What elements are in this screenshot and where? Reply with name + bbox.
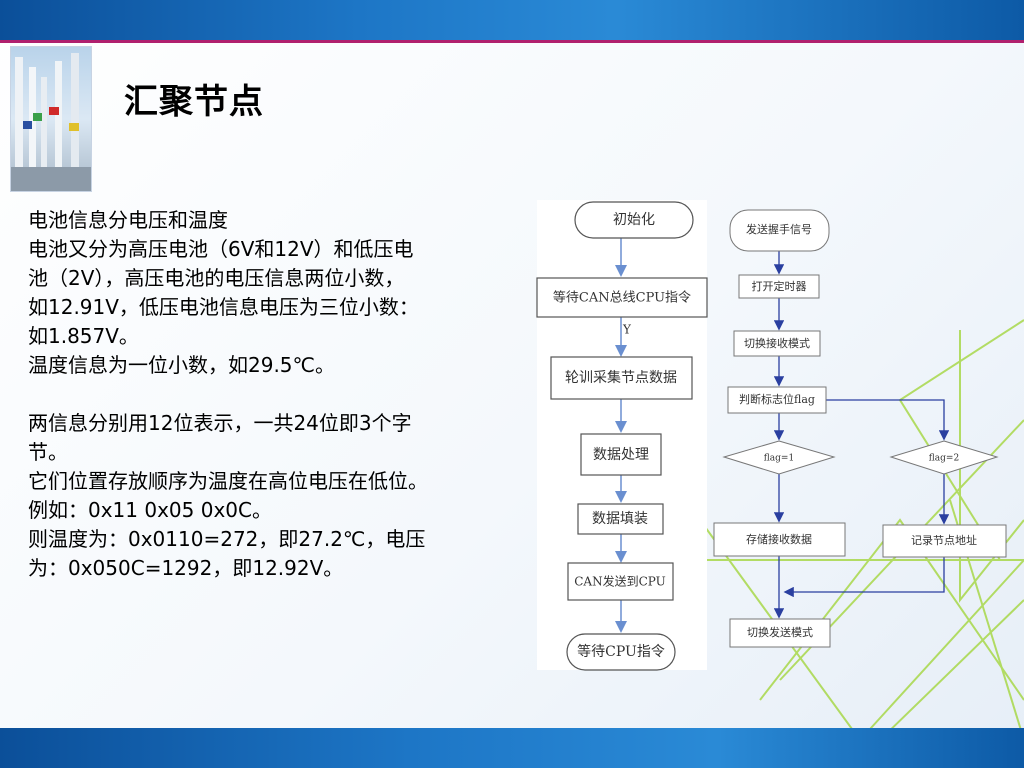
fc-wait-can-label: 等待CAN总线CPU指令	[553, 290, 691, 306]
header-accent-line	[0, 40, 1024, 43]
fc-process-node	[580, 433, 662, 476]
body-line: 如1.857V。	[28, 324, 139, 348]
fc-record-node	[882, 524, 1007, 558]
body-line: 例如：0x11 0x05 0x0C。	[28, 498, 272, 522]
header-bar	[0, 0, 1024, 40]
fc-handshake-label: 发送握手信号	[746, 222, 812, 236]
body-text: 电池信息分电压和温度 电池又分为高压电池（6V和12V）和低压电 池（2V），高…	[28, 206, 533, 583]
fc-process-label: 数据处理	[593, 447, 649, 463]
fc-fill-label: 数据填装	[592, 511, 648, 527]
fc-end-node	[566, 633, 676, 671]
slide-title: 汇聚节点	[124, 82, 264, 122]
body-line: 为：0x050C=1292，即12.92V。	[28, 556, 344, 580]
body-line: 两信息分别用12位表示，一共24位即3个字	[28, 411, 412, 435]
fc-start-label: 初始化	[613, 211, 655, 228]
fc-send-mode-node	[729, 618, 831, 648]
fc-send-cpu-label: CAN发送到CPU	[574, 574, 666, 589]
fc-flag2-label: flag=2	[929, 454, 959, 464]
body-line: 它们位置存放顺序为温度在高位电压在低位。	[28, 469, 428, 493]
fc-flag2-node	[889, 440, 999, 475]
body-line: 池（2V），高压电池的电压信息两位小数，	[28, 266, 405, 290]
fc-store-node	[713, 522, 846, 557]
footer-bar	[0, 728, 1024, 768]
fc-poll-node	[550, 356, 693, 400]
fc-recv-mode-node	[733, 330, 821, 357]
body-line: 如12.91V，低压电池信息电压为三位小数：	[28, 295, 419, 319]
fc-check-flag-label: 判断标志位flag	[739, 392, 815, 406]
fc-flag1-label: flag=1	[764, 454, 794, 464]
fc-poll-label: 轮训采集节点数据	[565, 369, 677, 386]
fc-timer-node	[738, 274, 820, 299]
fc-flag1-node	[722, 440, 836, 475]
body-line: 电池又分为高压电池（6V和12V）和低压电	[28, 237, 414, 261]
fc-send-mode-label: 切换发送模式	[747, 625, 813, 639]
fc-check-flag-node	[727, 386, 827, 414]
body-line: 则温度为：0x0110=272，即27.2℃，电压	[28, 527, 426, 551]
body-line: 电池信息分电压和温度	[28, 208, 228, 232]
fc-fill-node	[577, 503, 664, 535]
building-photo	[10, 46, 92, 192]
fc-timer-label: 打开定时器	[752, 279, 807, 293]
body-line: 温度信息为一位小数，如29.5℃。	[28, 353, 335, 377]
building-illustration	[11, 53, 91, 191]
fc-record-label: 记录节点地址	[911, 533, 977, 547]
fc-send-cpu-node	[567, 562, 674, 601]
fc-start-node	[574, 201, 694, 239]
fc-recv-mode-label: 切换接收模式	[744, 336, 810, 350]
fc-wait-can-node	[536, 277, 708, 318]
body-line: 节。	[28, 440, 68, 464]
fc-end-label: 等待CPU指令	[577, 643, 665, 660]
fc-store-label: 存储接收数据	[746, 532, 812, 546]
fc-yes-label: Y	[622, 323, 632, 337]
fc-handshake-node	[729, 209, 830, 252]
